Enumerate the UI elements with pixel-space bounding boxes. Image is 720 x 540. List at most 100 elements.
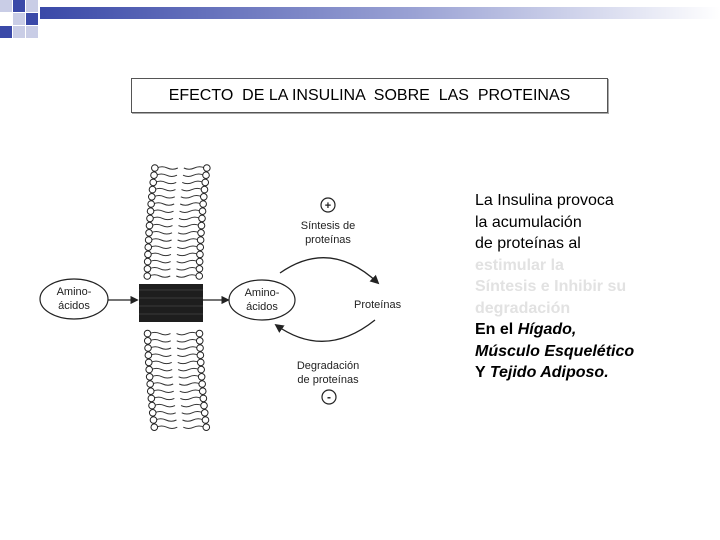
lipid-head	[147, 394, 156, 403]
lipid-head	[148, 401, 156, 410]
transporter-texture	[139, 289, 203, 315]
lipid-tail	[176, 267, 198, 271]
lipid-head	[145, 229, 153, 237]
description-line: la acumulación	[475, 213, 582, 231]
lipid-tail	[150, 353, 172, 357]
minus-icon: -	[327, 390, 331, 404]
corner-decoration	[0, 0, 720, 38]
lipid-head	[146, 214, 154, 223]
degradation-label-line1: Degradación	[297, 360, 359, 372]
lipid-tail	[180, 403, 203, 408]
lipid-tail	[150, 238, 172, 242]
lipid-head	[146, 387, 155, 396]
lipid-head	[147, 193, 156, 201]
lipid-tail	[152, 209, 174, 213]
lipid-tail	[151, 375, 173, 379]
description-line: Y Tejido Adiposo.	[475, 362, 715, 384]
lipid-head	[198, 380, 206, 388]
lipid-head	[196, 351, 205, 360]
degradation-arrow	[274, 319, 376, 342]
lipid-head	[200, 401, 208, 410]
description-text: La Insulina provoca la acumulación de pr…	[475, 190, 715, 384]
lipid-head	[201, 178, 210, 187]
lipid-tail	[177, 353, 199, 357]
lipid-head	[146, 207, 155, 215]
lipid-head	[196, 236, 205, 244]
lipid-tail	[179, 209, 201, 213]
description-line: En el Hígado,	[475, 319, 715, 341]
lipid-tail	[153, 396, 175, 401]
lipid-tail	[156, 425, 178, 429]
lipid-head	[195, 257, 204, 266]
lipid-tail	[151, 382, 174, 386]
left-amino-acids-oval	[39, 278, 109, 320]
lipid-tail	[155, 418, 177, 422]
lipid-head	[195, 265, 204, 273]
lipid-head	[149, 178, 158, 187]
lipid-tail	[177, 360, 199, 365]
lipid-tail	[153, 195, 176, 199]
lipid-tail	[178, 216, 201, 221]
lipid-tail	[182, 180, 204, 185]
lipid-head	[145, 221, 154, 230]
deco-square	[26, 0, 38, 12]
lipid-head	[196, 358, 205, 367]
lipid-tail	[155, 180, 177, 185]
lipid-tail	[177, 238, 199, 242]
lipid-tail	[176, 346, 199, 350]
lipid-tail	[178, 375, 200, 379]
lipid-tail	[178, 223, 200, 228]
lipid-head	[144, 243, 153, 251]
deco-square	[13, 13, 25, 25]
lipid-tail	[176, 259, 198, 264]
lipid-tails	[149, 166, 206, 429]
right-amino-acids-oval	[228, 279, 296, 321]
lipid-head	[199, 200, 207, 208]
lipid-tail	[179, 202, 202, 206]
lipid-head	[201, 416, 210, 424]
lipid-tail	[176, 331, 198, 336]
right-oval-line2: ácidos	[246, 301, 278, 313]
lipid-head	[196, 250, 204, 259]
deco-square	[13, 26, 25, 38]
proteins-label: Proteínas	[354, 299, 402, 311]
synthesis-plus-circle	[320, 197, 336, 213]
right-oval-line1: Amino-	[245, 287, 280, 299]
lipid-tail	[177, 367, 200, 372]
lipid-tail	[154, 411, 176, 415]
lipid-head	[143, 337, 152, 345]
deco-square	[26, 26, 38, 38]
lipid-head	[144, 358, 153, 367]
lipid-tail	[180, 396, 202, 401]
plus-icon: +	[325, 200, 331, 212]
left-oval-line2: ácidos	[58, 300, 90, 312]
lipid-head	[149, 416, 158, 424]
lipid-tail	[149, 252, 172, 257]
lipid-head	[150, 423, 159, 432]
lipid-tail	[182, 418, 204, 422]
lipid-tail	[149, 267, 171, 271]
lipid-head	[202, 171, 210, 179]
lipid-tail	[176, 339, 198, 343]
lipid-head	[202, 423, 211, 432]
lipid-heads	[143, 164, 211, 432]
lipid-head	[203, 164, 211, 172]
lipid-head	[197, 221, 206, 230]
lipid-head	[144, 351, 153, 360]
synthesis-arrow	[279, 257, 380, 285]
lipid-head	[195, 272, 204, 280]
left-oval-line1: Amino-	[57, 286, 92, 298]
lipid-head	[200, 409, 209, 417]
lipid-tail	[152, 389, 174, 393]
lipid-tail	[149, 346, 172, 350]
lipid-head	[195, 329, 204, 338]
lipid-tail	[183, 425, 205, 429]
lipid-head	[143, 265, 152, 273]
lipid-tail	[155, 173, 178, 177]
degradation-label-line2: de proteínas	[297, 374, 359, 386]
lipid-head	[200, 185, 209, 194]
description-line: Músculo Esquelético	[475, 342, 635, 360]
lipid-head	[196, 344, 204, 352]
lipid-tail	[183, 166, 206, 170]
